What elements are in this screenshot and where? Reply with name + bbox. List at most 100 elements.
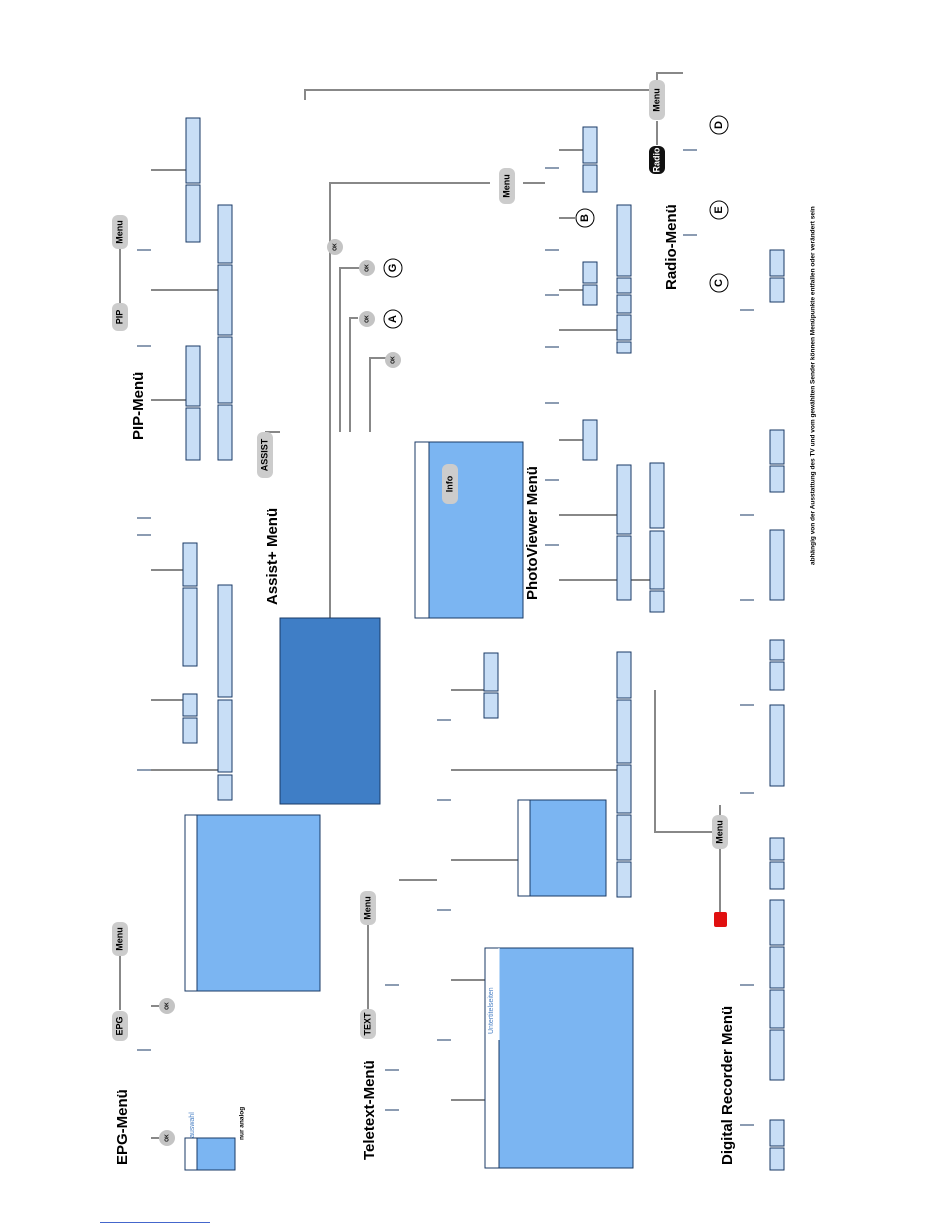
tab-item[interactable]: Bildwechsel <box>549 363 556 400</box>
tab-item[interactable]: Einstellungen <box>389 940 396 982</box>
qualitaet-option-box <box>769 899 785 946</box>
tab-item[interactable]: Zeitdienste <box>687 113 694 147</box>
pip-button[interactable]: PIP <box>112 303 128 331</box>
tab-item[interactable]: Gehe zu ... <box>549 578 556 612</box>
radio-button[interactable]: Radio <box>649 146 665 174</box>
tab-item[interactable]: Sortierung <box>141 483 148 515</box>
footnote-text: abhängig von der Ausstattung des TV und … <box>810 206 817 565</box>
persoenlich-panel-bg <box>517 799 607 897</box>
untertitel-option-box <box>769 429 785 465</box>
tab-item[interactable]: Entschlüsselung im DR-Dauerbetrieb <box>744 192 751 307</box>
epg-menu-button[interactable]: Menu <box>112 922 128 956</box>
tab-item[interactable]: Sender <box>687 209 694 232</box>
tab-item[interactable]: DR-Dauerbetrieb <box>744 1116 751 1169</box>
assist-item: TV <box>290 603 297 612</box>
ton-option-box <box>582 126 598 164</box>
assist-button[interactable]: ASSIST <box>257 432 273 478</box>
zeichensatz-option-box <box>616 651 632 699</box>
ok-shape <box>359 260 375 276</box>
funktion-option-box <box>185 184 201 243</box>
ok-button[interactable]: OK <box>159 1130 175 1146</box>
tab-item[interactable]: Funktionalität <box>141 205 148 247</box>
ok-button[interactable]: OK <box>159 998 175 1014</box>
teletext-menu-button[interactable]: Menu <box>360 891 376 925</box>
tab-item[interactable]: Datenerfassung <box>141 717 148 767</box>
tab-item[interactable]: Über ausgeblendete Bereiche informieren <box>743 852 751 982</box>
recorder-menu-button[interactable]: Menu <box>712 815 728 849</box>
tab-item[interactable]: Bildanzeige <box>549 506 556 542</box>
ok-label: OK <box>164 1002 170 1010</box>
radio-button-shape <box>649 146 665 174</box>
text-button[interactable]: TEXT <box>360 1009 376 1039</box>
ok-label: OK <box>364 315 370 323</box>
ok-button[interactable]: OK <box>327 239 343 255</box>
tab-item[interactable]: Smart Jump <box>744 664 751 702</box>
untertitel-header: Untertitelseiten <box>488 987 495 1034</box>
ok-label: OK <box>332 243 338 251</box>
record-button[interactable] <box>714 912 727 927</box>
ok-button[interactable]: OK <box>359 311 375 327</box>
tab-item[interactable]: Untertitelseiten <box>441 990 448 1037</box>
persoenlich-panel-header-bg <box>517 799 531 897</box>
assist-item: Stichwortverzeichnis <box>349 542 356 612</box>
tab-item[interactable]: Bildübergänge <box>549 299 556 344</box>
gehezu-option-box <box>649 462 665 529</box>
tab-item[interactable]: Aufnahme-Assistent <box>389 1004 396 1067</box>
tab-item[interactable]: Serien-Aufnahmetoleranz <box>744 517 751 597</box>
tab-label: Anbieterauswahl <box>141 1117 148 1169</box>
tab-item[interactable]: Sprungweite <box>744 751 751 790</box>
tab-item[interactable]: FotoInfo <box>549 266 556 292</box>
tab-item[interactable]: Senderauswahl <box>141 998 148 1047</box>
tab-item[interactable]: Aufdecken <box>389 1074 396 1107</box>
marker-label: E <box>713 206 725 213</box>
connector <box>654 690 712 833</box>
tab-item[interactable]: Typ <box>141 448 148 459</box>
tab-item[interactable]: Untertitel im DR-Dauerbetrieb aufzeichne… <box>744 380 751 512</box>
gehezu-option-box <box>649 530 665 590</box>
tab-item[interactable]: Zeichensatz <box>441 759 448 797</box>
zeichensatz-option-box <box>616 861 632 898</box>
uebergaenge-option-box <box>616 341 632 354</box>
tab-item[interactable]: Aufnahmequalität <box>744 1067 751 1122</box>
tab-item[interactable]: Bildeinstellungen <box>549 194 556 247</box>
tab-item[interactable]: Position <box>141 318 148 343</box>
tab-label: FotoInfo <box>549 266 556 292</box>
epg-button-shape <box>112 1011 128 1041</box>
tab-item[interactable]: Vorschauseiten <box>441 1121 448 1169</box>
tab-label: Bilddarstellung <box>549 431 556 477</box>
tab-item[interactable]: Ton <box>549 154 556 165</box>
smartjump-option-box <box>769 639 785 661</box>
assist-panel-bg <box>279 617 381 805</box>
recorder-menu-button-label: Menu <box>714 820 724 844</box>
photoviewer-menu-button[interactable]: Menu <box>499 168 515 204</box>
vorschau-panel-bg <box>484 947 634 1169</box>
connector <box>339 267 360 432</box>
tab-item[interactable]: Bei Vormerkung TV einschalten <box>141 434 148 532</box>
connector <box>656 72 683 80</box>
toleranz-option-box <box>769 529 785 601</box>
anbieter-panel-header-bg <box>184 1137 198 1171</box>
tab-item[interactable]: HiText <box>441 697 448 717</box>
ok-button[interactable]: OK <box>359 260 375 276</box>
tab-item[interactable]: Ton <box>687 291 694 302</box>
note-text: nur analog <box>239 1107 246 1140</box>
tab-label: Entschlüsselung im DR-Dauerbetrieb <box>744 192 751 307</box>
info-button-shape <box>442 464 458 504</box>
text-button-label: TEXT <box>362 1012 372 1036</box>
epg-button[interactable]: EPG <box>112 1011 128 1041</box>
tab-item[interactable]: Bilddarstellung <box>549 431 556 477</box>
pip-menu-button[interactable]: Menu <box>112 215 128 249</box>
marker-circle: G <box>383 258 403 278</box>
tab-item[interactable]: Anbieterauswahl <box>141 1117 148 1169</box>
uebergaenge-option-box <box>616 314 632 341</box>
tab-item[interactable]: Neue Nachr. <box>389 1130 396 1169</box>
info-button[interactable]: Info <box>442 464 458 504</box>
tab-label: Persönliche Text-Seiten <box>441 833 448 907</box>
stichwort-panel-bg <box>414 441 524 619</box>
radio-menu-button[interactable]: Menu <box>649 80 665 120</box>
dauerbetrieb-option-box <box>769 1119 785 1147</box>
ok-button[interactable]: OK <box>385 352 401 368</box>
marker-shape <box>709 115 729 135</box>
tab-item[interactable]: Persönliche Text-Seiten <box>441 833 448 907</box>
